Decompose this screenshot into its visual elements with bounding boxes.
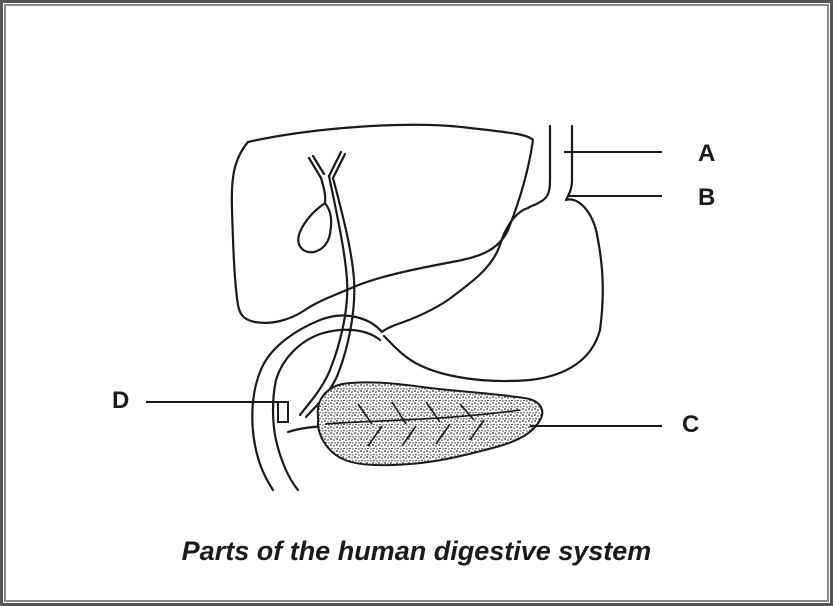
label-c: C (682, 413, 699, 437)
liver-outline (232, 125, 533, 323)
leader-box-d (278, 402, 288, 422)
label-d: D (112, 389, 129, 413)
bile-duct-wall-left (300, 176, 347, 415)
cystic-duct (321, 178, 325, 203)
label-b: B (698, 186, 715, 210)
gallbladder (298, 203, 331, 252)
label-a: A (698, 142, 715, 166)
pancreas (318, 382, 543, 465)
hepatic-duct-left-inner (313, 156, 324, 174)
diagram-caption: Parts of the human digestive system (0, 538, 833, 565)
oesophagus-right-wall (566, 126, 572, 200)
